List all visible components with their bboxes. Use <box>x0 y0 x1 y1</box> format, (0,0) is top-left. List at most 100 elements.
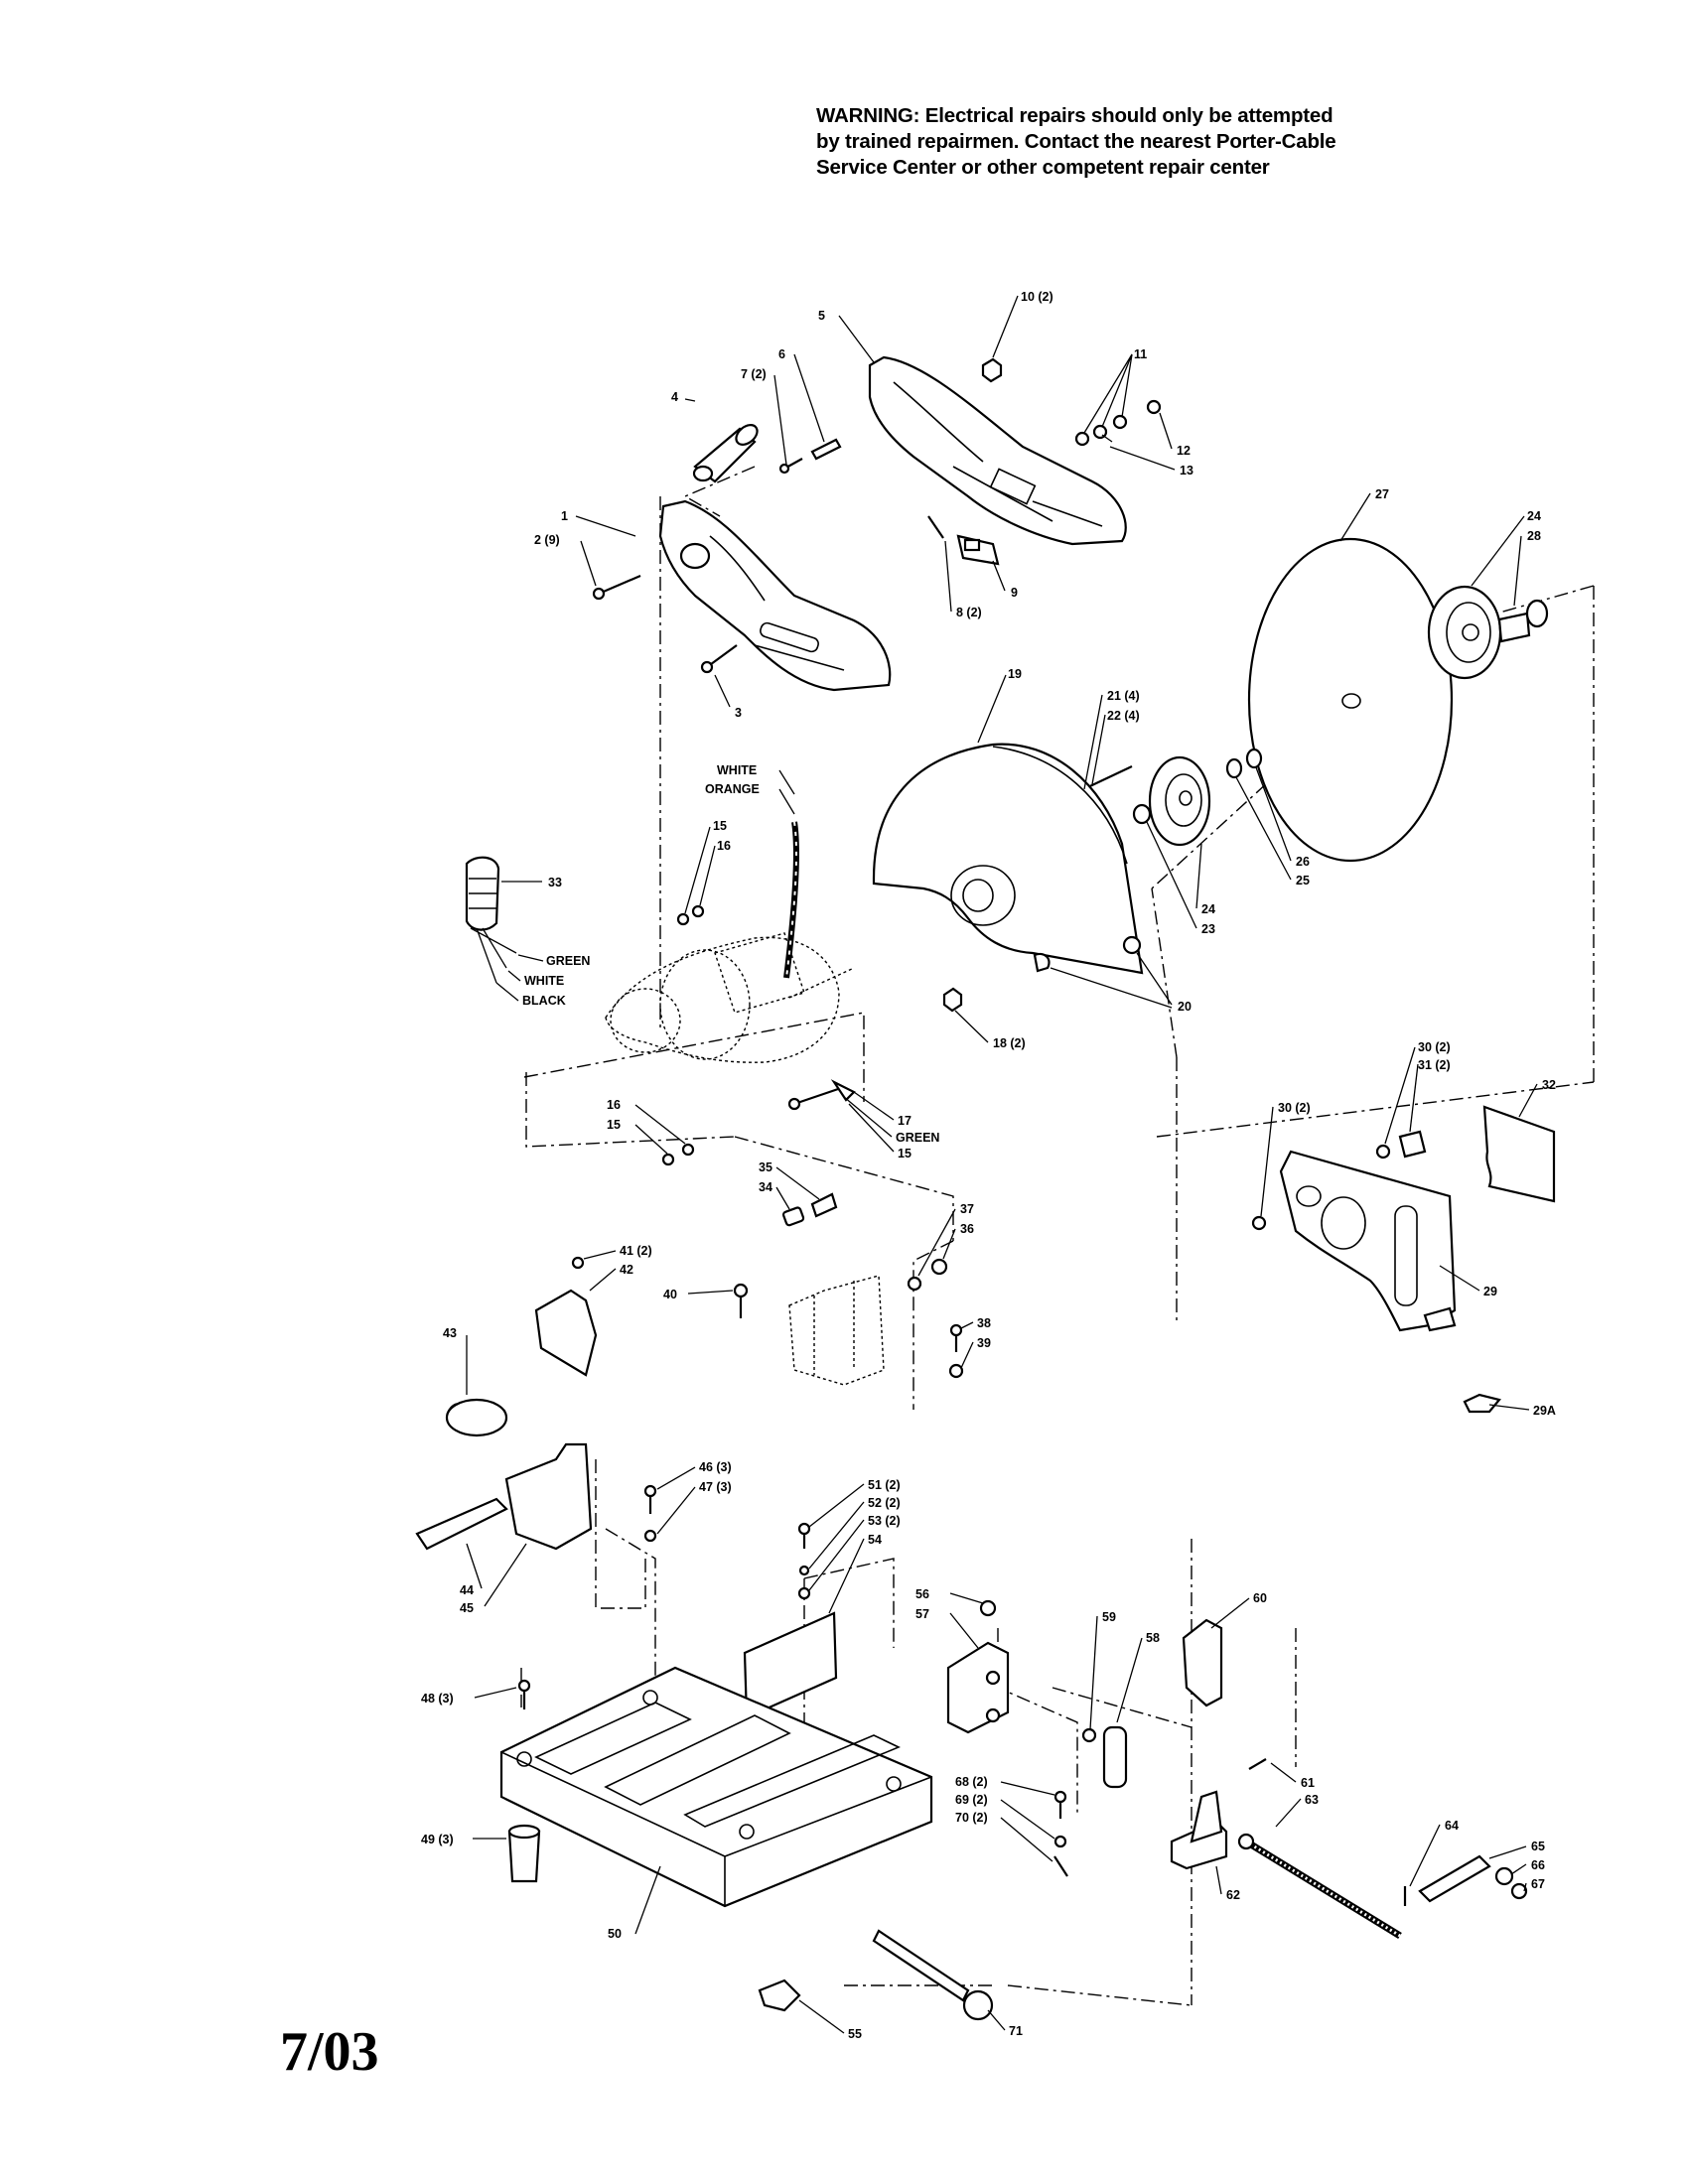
part-6-7-pin-screw <box>778 438 842 475</box>
callout-30a: 30 (2) <box>1418 1040 1451 1054</box>
callout-23: 23 <box>1201 922 1215 936</box>
callout-71: 71 <box>1009 2024 1023 2038</box>
callout-green-ground: GREEN <box>896 1131 939 1145</box>
callout-40: 40 <box>663 1288 677 1301</box>
warning-line-1: WARNING: Electrical repairs should only … <box>816 104 1333 127</box>
callout-24b: 24 <box>1527 509 1541 523</box>
callout-wire-white: WHITE <box>524 974 564 988</box>
callout-labels: 1 2 (9) 3 4 5 6 7 (2) 8 (2) 9 10 (2) 11 … <box>421 290 1556 2041</box>
callout-10: 10 (2) <box>1021 290 1053 304</box>
callout-67: 67 <box>1531 1877 1545 1891</box>
part-19-blade-guard <box>872 743 1144 975</box>
callout-35: 35 <box>759 1160 772 1174</box>
part-50-base <box>499 1666 933 1908</box>
callout-wire-black: BLACK <box>522 994 566 1008</box>
callout-2: 2 (9) <box>534 533 560 547</box>
part-68-70-hardware <box>1053 1790 1068 1877</box>
callout-wire-orange: ORANGE <box>705 782 760 796</box>
callout-38: 38 <box>977 1316 991 1330</box>
part-33-coil <box>465 856 517 984</box>
callout-6: 6 <box>778 347 785 361</box>
part-64-67-crank <box>1403 1854 1528 1906</box>
part-32-label <box>1482 1105 1556 1203</box>
callout-42: 42 <box>620 1263 633 1277</box>
callout-57: 57 <box>915 1607 929 1621</box>
callout-33: 33 <box>548 876 562 889</box>
callout-22: 22 (4) <box>1107 709 1140 723</box>
callout-wire-white-2: WHITE <box>717 763 757 777</box>
callout-wire-green: GREEN <box>546 954 590 968</box>
callout-9: 9 <box>1011 586 1018 600</box>
part-5-handle-half <box>868 355 1127 546</box>
part-41-42-bracket <box>534 1256 598 1377</box>
callout-60: 60 <box>1253 1591 1267 1605</box>
callout-36: 36 <box>960 1222 974 1236</box>
part-23-washer <box>1132 803 1152 825</box>
callout-61: 61 <box>1301 1776 1315 1790</box>
part-3-screw <box>700 644 738 674</box>
part-11-12-13-hardware <box>1074 399 1162 447</box>
part-24-inner-flange <box>1148 755 1211 847</box>
callout-21: 21 (4) <box>1107 689 1140 703</box>
part-54-fence <box>743 1611 838 1719</box>
callout-15a: 15 <box>713 819 727 833</box>
callout-34: 34 <box>759 1180 772 1194</box>
callout-28: 28 <box>1527 529 1541 543</box>
part-24-28-outer-flange <box>1427 585 1549 680</box>
part-58-59-pivot <box>1081 1725 1128 1789</box>
callout-17: 17 <box>898 1114 912 1128</box>
warning-line-3: Service Center or other competent repair… <box>816 156 1270 179</box>
warning-line-2: by trained repairmen. Contact the neares… <box>816 130 1336 153</box>
callout-31: 31 (2) <box>1418 1058 1451 1072</box>
callout-16a: 16 <box>717 839 731 853</box>
callout-26: 26 <box>1296 855 1310 869</box>
part-34-35-bushing <box>781 1192 838 1227</box>
callout-51: 51 (2) <box>868 1478 901 1492</box>
callout-56: 56 <box>915 1587 929 1601</box>
callout-13: 13 <box>1180 464 1193 478</box>
callout-32: 32 <box>1542 1078 1556 1092</box>
callout-11: 11 <box>1134 347 1147 361</box>
callout-70: 70 (2) <box>955 1811 988 1825</box>
part-15-16-screws <box>661 904 856 1166</box>
callout-15c: 15 <box>898 1147 912 1160</box>
part-18-nut <box>942 987 963 1013</box>
part-40-bolt <box>733 1283 749 1318</box>
callout-41: 41 (2) <box>620 1244 652 1258</box>
callout-69: 69 (2) <box>955 1793 988 1807</box>
callout-15b: 15 <box>607 1118 621 1132</box>
callout-16b: 16 <box>607 1098 621 1112</box>
callout-46: 46 (3) <box>699 1460 732 1474</box>
part-27-blade <box>1247 537 1454 863</box>
callout-24a: 24 <box>1201 902 1215 916</box>
callout-19: 19 <box>1008 667 1022 681</box>
callout-54: 54 <box>868 1533 882 1547</box>
part-55-clamp <box>758 1979 801 2012</box>
part-1-handle-half <box>658 499 892 692</box>
part-56-57-vise-jaw <box>946 1599 1010 1734</box>
callout-29: 29 <box>1483 1285 1497 1298</box>
callout-66: 66 <box>1531 1858 1545 1872</box>
callout-58: 58 <box>1146 1631 1160 1645</box>
part-63-lead-screw <box>1237 1833 1402 1939</box>
part-51-53-hardware <box>797 1522 811 1600</box>
callout-30b: 30 (2) <box>1278 1101 1311 1115</box>
revision-date: 7/03 <box>280 2021 379 2083</box>
part-62-bracket <box>1170 1790 1228 1870</box>
callout-55: 55 <box>848 2027 862 2041</box>
part-30-31-hardware <box>1251 1130 1427 1231</box>
part-61-pin <box>1248 1758 1267 1770</box>
part-46-47-hardware <box>643 1484 657 1543</box>
callout-29a: 29A <box>1533 1404 1556 1418</box>
callout-20: 20 <box>1178 1000 1192 1014</box>
callout-3: 3 <box>735 706 742 720</box>
pivot-bracket <box>788 1275 885 1386</box>
part-2-screw <box>592 574 641 601</box>
callout-39: 39 <box>977 1336 991 1350</box>
callout-25: 25 <box>1296 874 1310 887</box>
callout-63: 63 <box>1305 1793 1319 1807</box>
callout-49: 49 (3) <box>421 1833 454 1846</box>
part-43-spring <box>445 1398 508 1437</box>
motor-assembly <box>605 932 855 1063</box>
callout-65: 65 <box>1531 1840 1545 1853</box>
